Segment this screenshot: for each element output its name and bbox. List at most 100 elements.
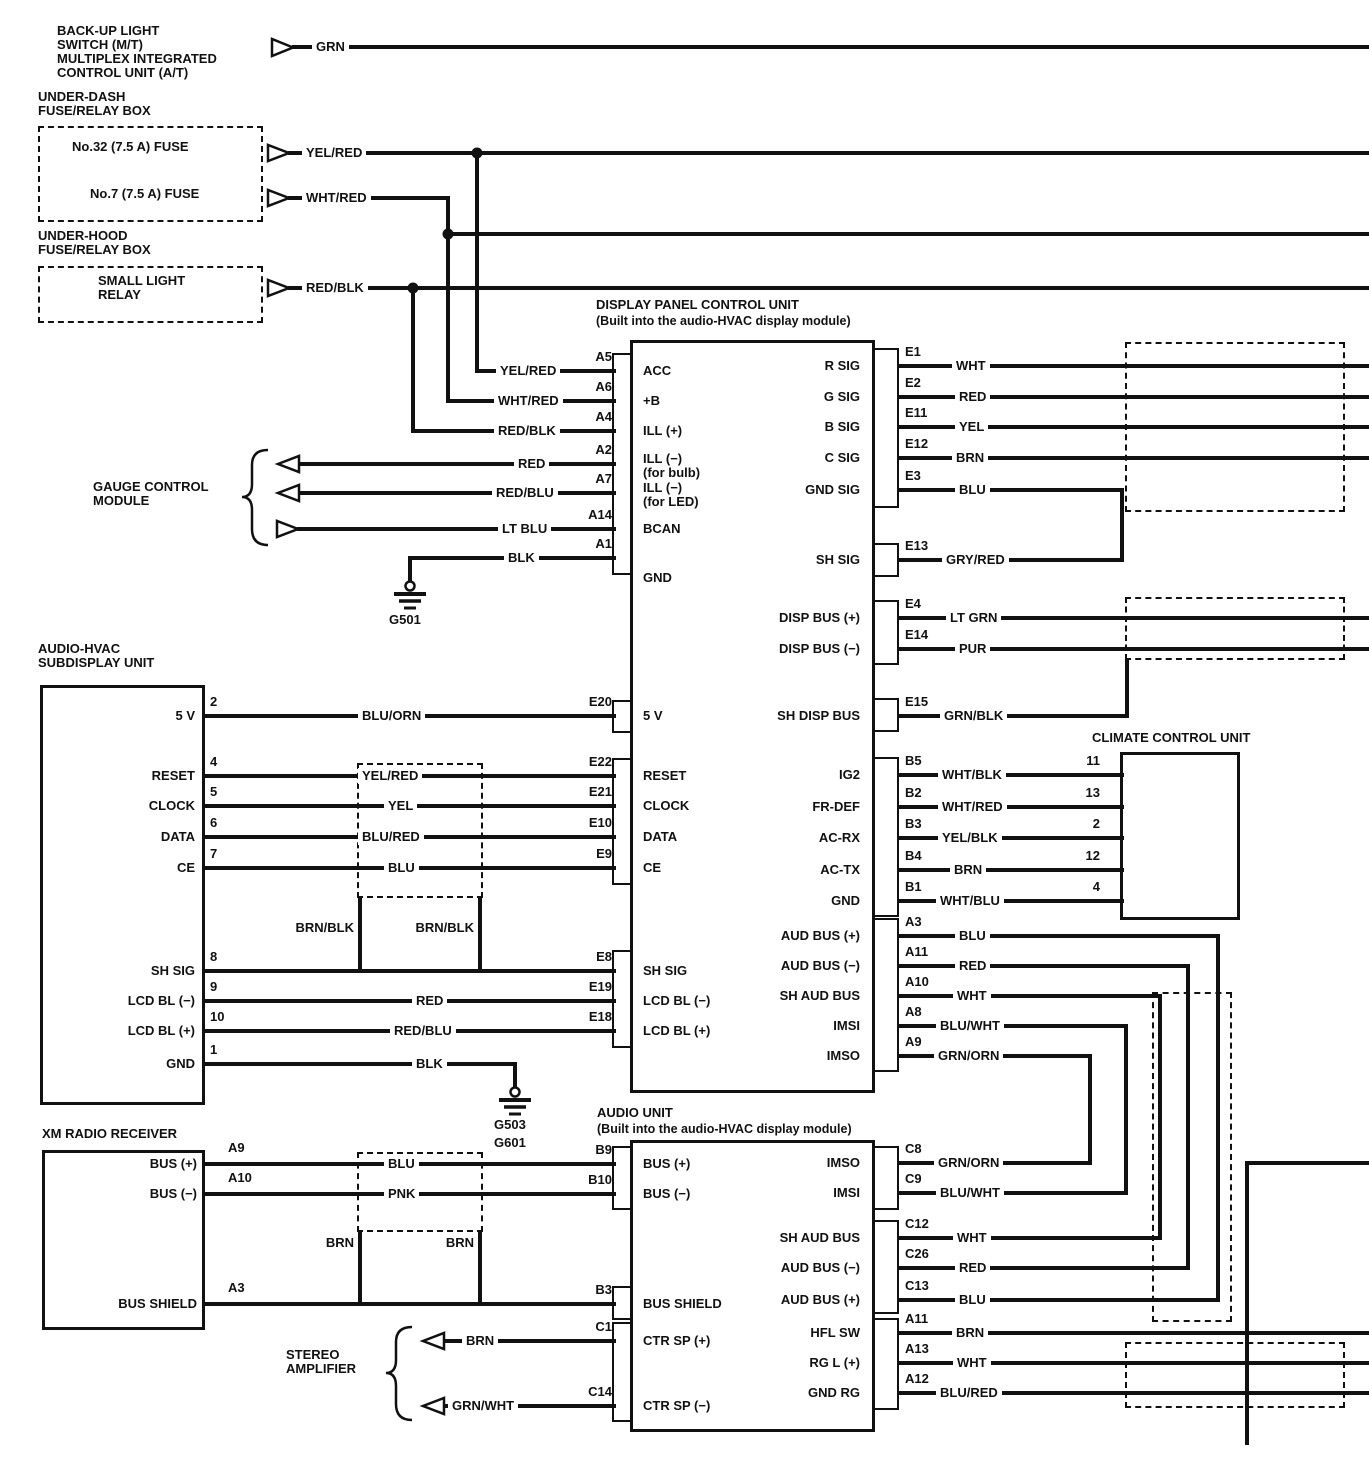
wire-label: YEL/BLK [938, 830, 1002, 846]
connector-bump [873, 698, 899, 732]
brace-icon-stereo-amplifier [385, 1325, 413, 1422]
wire-label-red-blk: RED/BLK [302, 280, 368, 296]
display-panel-title: DISPLAY PANEL CONTROL UNIT [596, 297, 799, 312]
pin-code: A13 [905, 1341, 929, 1356]
pin-code: C9 [905, 1171, 922, 1186]
pin-code: E3 [905, 468, 921, 483]
pin-code: 8 [210, 949, 218, 964]
pin-name: IMSI [833, 1185, 860, 1200]
connector-bump [612, 758, 632, 885]
wire-label-yel-red: YEL/RED [302, 145, 367, 161]
pin-name: HFL SW [810, 1325, 860, 1340]
wire-label: BLU [955, 482, 990, 498]
pin-code: E8 [596, 949, 612, 964]
wire-label: RED [412, 993, 448, 1009]
label-under-hood: UNDER-HOOD FUSE/RELAY BOX [38, 228, 151, 257]
pin-code: E19 [588, 979, 612, 994]
connector-arrow-icon [274, 454, 301, 474]
wire-label: BLU/WHT [936, 1018, 1004, 1034]
pin-code: B3 [905, 816, 922, 831]
pin-code: A3 [905, 914, 922, 929]
pin-code: B4 [905, 848, 922, 863]
wire-label: YEL [384, 798, 418, 814]
pin-code: B10 [588, 1172, 612, 1187]
pin-code: B5 [905, 753, 922, 768]
dest-pin-number: 11 [1086, 753, 1100, 768]
pin-name: GND [166, 1056, 195, 1071]
small-light-relay-label: SMALL LIGHT RELAY [98, 273, 186, 302]
pin-name: FR-DEF [812, 799, 860, 814]
dest-pin-number: 2 [1092, 816, 1100, 831]
wire-label: WHT/BLU [936, 893, 1004, 909]
pin-code: E22 [588, 754, 612, 769]
wire-label: LT BLU [498, 521, 552, 537]
wire-label: RED [955, 389, 991, 405]
wire-label: BLU/RED [358, 829, 424, 845]
pin-code: E10 [588, 815, 612, 830]
pin-name: LCD BL (−) [643, 993, 711, 1008]
pin-code: 1 [210, 1042, 218, 1057]
dest-pin-number: 12 [1085, 848, 1100, 863]
pin-code: E12 [905, 436, 929, 451]
wire-label: BLK [412, 1056, 447, 1072]
pin-code: A12 [905, 1371, 929, 1386]
pin-code: A11 [905, 1311, 929, 1326]
label-stereo-amplifier: STEREO AMPLIFIER [286, 1347, 357, 1376]
pin-name: CE [643, 860, 662, 875]
fuse-32-label: No.32 (7.5 A) FUSE [72, 139, 189, 154]
pin-code: A6 [595, 379, 612, 394]
pin-name: LCD BL (+) [643, 1023, 711, 1038]
pin-name: ACC [643, 363, 672, 378]
wire-label-grn: GRN [312, 39, 349, 55]
pin-name: SH DISP BUS [777, 708, 860, 723]
wire-label: GRN/ORN [934, 1155, 1004, 1171]
pin-code: B1 [905, 879, 922, 894]
wire-label: BLU [955, 1292, 990, 1308]
pin-name: G SIG [823, 389, 860, 404]
connector-arrow-icon [419, 1396, 446, 1416]
pin-code: E20 [588, 694, 612, 709]
pin-code: C1 [595, 1319, 612, 1334]
pin-code: A4 [595, 409, 612, 424]
connector-arrow-icons [266, 37, 446, 1416]
dest-pin-number: 4 [1092, 879, 1100, 894]
pin-name: CTR SP (−) [643, 1398, 711, 1413]
pin-name: GND RG [808, 1385, 860, 1400]
connector-arrow-icon [274, 483, 301, 503]
pin-code: B3 [595, 1282, 612, 1297]
offpage-connector-box [1125, 597, 1345, 660]
wire-label: RED [514, 456, 550, 472]
wire-label: PUR [955, 641, 991, 657]
wire-label: BRN [952, 450, 989, 466]
connector-arrow-icon [419, 1331, 446, 1351]
pin-code: C26 [905, 1246, 929, 1261]
dest-pin-number: 13 [1085, 785, 1100, 800]
pin-name: SH SIG [150, 963, 195, 978]
under-dash-fuse-box [38, 126, 263, 222]
pin-code: A8 [905, 1004, 922, 1019]
pin-code: A9 [905, 1034, 922, 1049]
connector-arrow-icon [266, 188, 293, 208]
pin-code: E18 [588, 1009, 612, 1024]
pin-code: A2 [595, 442, 612, 457]
wire-label: YEL [955, 419, 989, 435]
shield-dashed-box [1152, 992, 1232, 1322]
pin-code: E14 [905, 627, 929, 642]
pin-code: C13 [905, 1278, 929, 1293]
pin-name: BUS (−) [149, 1186, 197, 1201]
pin-name: DISP BUS (+) [778, 610, 860, 625]
connector-bump [612, 1146, 632, 1210]
shield-wire-label: BRN/BLK [295, 920, 355, 935]
offpage-connector-box [1125, 1342, 1345, 1408]
wire-label: YEL/RED [496, 363, 561, 379]
junction-dots [407, 147, 483, 294]
pin-name: SH SIG [815, 552, 860, 567]
pin-name: +B [643, 393, 660, 408]
wire-label: BLU/WHT [936, 1185, 1004, 1201]
wire-label: YEL/RED [358, 768, 423, 784]
pin-name: BUS (+) [643, 1156, 691, 1171]
pin-name: C SIG [824, 450, 860, 465]
connector-bump [873, 348, 899, 508]
pin-name: IMSI [833, 1018, 860, 1033]
